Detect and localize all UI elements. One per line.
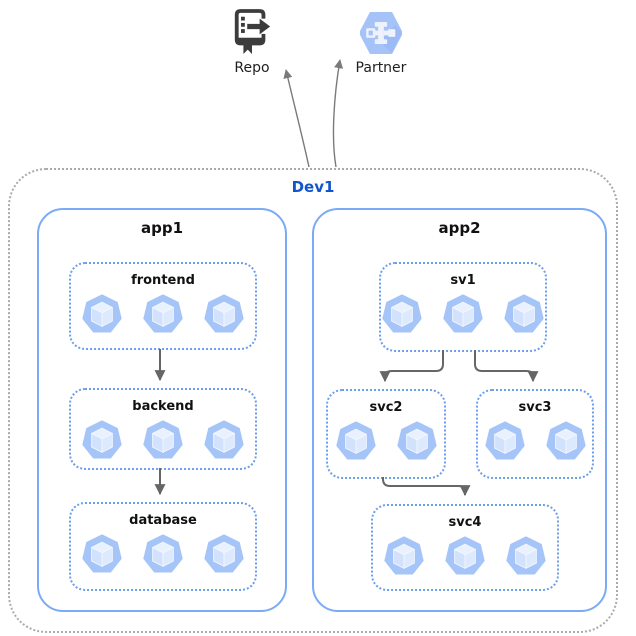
- service-group-svc3: svc3: [476, 389, 594, 479]
- pod-icon: [143, 294, 183, 333]
- sv1-pods: [380, 294, 546, 334]
- partner-label: Partner: [355, 60, 407, 76]
- pod-icon: [484, 421, 525, 460]
- service-group-frontend: frontend: [69, 262, 257, 350]
- service-group-backend: backend: [69, 388, 257, 470]
- pod-icon: [382, 294, 422, 333]
- svc2-label: svc2: [369, 400, 403, 415]
- arrow-dev1-repo: [283, 69, 310, 168]
- pod-icon: [204, 294, 244, 333]
- pod-icon: [82, 534, 122, 573]
- service-group-database: database: [69, 502, 257, 591]
- dev1-label: Dev1: [291, 178, 335, 196]
- backend-pods: [80, 420, 246, 460]
- repo-icon: [234, 9, 271, 54]
- pod-icon: [396, 421, 437, 460]
- svc2-pods: [334, 421, 439, 461]
- frontend-label: frontend: [131, 273, 195, 288]
- dev1-environment-box: Dev1 app1 frontend backend: [8, 168, 618, 633]
- pod-icon: [143, 534, 183, 573]
- pod-icon: [443, 294, 483, 333]
- pod-icon: [82, 420, 122, 459]
- pod-icon: [143, 420, 183, 459]
- svc4-pods: [382, 536, 548, 576]
- database-pods: [80, 534, 246, 574]
- frontend-pods: [80, 294, 246, 334]
- pod-icon: [545, 421, 586, 460]
- partner-node: Partner: [352, 10, 410, 76]
- app2-box: app2 sv1 svc2: [312, 208, 607, 612]
- repo-label: Repo: [234, 60, 270, 76]
- svc3-label: svc3: [518, 400, 552, 415]
- repo-node: Repo: [226, 8, 278, 76]
- pod-icon: [204, 420, 244, 459]
- pod-icon: [506, 536, 546, 575]
- app1-box: app1 frontend backend: [37, 208, 287, 612]
- sv1-label: sv1: [450, 273, 476, 288]
- pod-icon: [504, 294, 544, 333]
- backend-label: backend: [132, 399, 194, 414]
- pod-icon: [384, 536, 424, 575]
- app2-label: app2: [438, 219, 481, 237]
- svc3-pods: [483, 421, 588, 461]
- pod-icon: [445, 536, 485, 575]
- app1-label: app1: [140, 219, 184, 237]
- pod-icon: [335, 421, 376, 460]
- database-label: database: [129, 513, 197, 528]
- service-group-svc4: svc4: [371, 504, 559, 591]
- pod-icon: [82, 294, 122, 333]
- service-group-svc2: svc2: [326, 389, 446, 479]
- arrow-dev1-partner: [332, 59, 344, 168]
- pod-icon: [204, 534, 244, 573]
- svc4-label: svc4: [448, 515, 482, 530]
- service-group-sv1: sv1: [379, 262, 547, 352]
- partner-icon: [360, 12, 402, 54]
